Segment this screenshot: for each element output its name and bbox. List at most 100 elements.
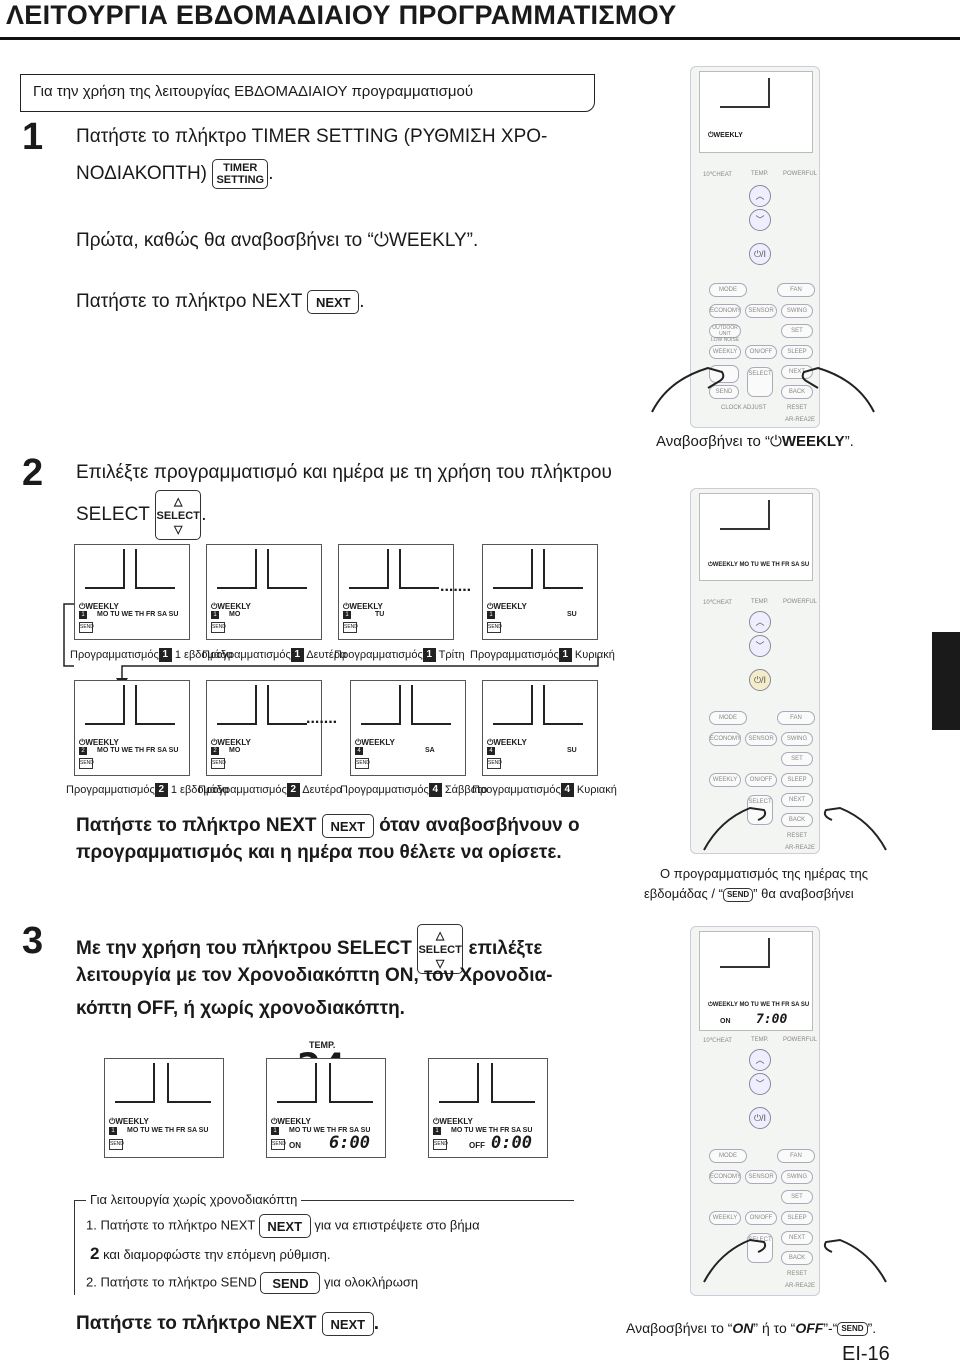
- send-key: SEND: [260, 1272, 321, 1294]
- step-number: 2: [22, 452, 44, 494]
- flow-arrow: [63, 603, 599, 688]
- temp-up-button[interactable]: ︿: [749, 1049, 771, 1071]
- sensor-button[interactable]: SENSOR: [745, 732, 777, 746]
- lcd-display: ⏻WEEKLY 4 SA SEND: [350, 680, 466, 776]
- temp-down-button[interactable]: ﹀: [749, 635, 771, 657]
- step2-line1: Επιλέξτε προγραμματισμό και ημέρα με τη …: [76, 462, 612, 483]
- hand-illustration: [651, 366, 875, 413]
- back-button[interactable]: BACK: [781, 1251, 813, 1265]
- fan-button[interactable]: FAN: [777, 711, 815, 725]
- set-button[interactable]: SET: [781, 752, 813, 766]
- step1-line1: Πατήστε το πλήκτρο TIMER SETTING (ΡΥΘΜΙΣ…: [76, 126, 548, 147]
- sleep-button[interactable]: SLEEP: [781, 1211, 813, 1225]
- remote-screen: ⏻WEEKLY MO TU WE TH FR SA SU: [699, 493, 813, 581]
- remote-control: ⏻WEEKLY MO TU WE TH FR SA SU 10℃HEAT TEM…: [690, 488, 820, 854]
- sub-title: Για λειτουργία χωρίς χρονοδιακόπτη: [86, 1192, 302, 1207]
- economy-button[interactable]: ECONOMY: [709, 1170, 741, 1184]
- temp-up-button[interactable]: ︿: [749, 185, 771, 207]
- weekly-button[interactable]: WEEKLY: [709, 1211, 741, 1225]
- lcd-display: ⏻WEEKLY 2 MO TU WE TH FR SA SU SEND: [74, 680, 190, 776]
- remote-weekly: ⏻WEEKLY MO TU WE TH FR SA SU: [708, 562, 810, 568]
- step1-caption: Αναβοσβήνει το “⏻WEEKLY”.: [656, 433, 854, 450]
- section-tab: [932, 632, 960, 730]
- remote-weekly: ⏻WEEKLY: [708, 132, 743, 139]
- onoff-button[interactable]: ON/OFF: [745, 1211, 777, 1225]
- swing-button[interactable]: SWING: [781, 1170, 813, 1184]
- mode-button[interactable]: MODE: [709, 283, 747, 297]
- temp-down-button[interactable]: ﹀: [749, 1073, 771, 1095]
- timer-icon: ⏻: [373, 230, 389, 251]
- hand-illustration: [703, 1238, 887, 1283]
- next-key: NEXT: [258, 1214, 311, 1238]
- ellipsis: .......: [306, 710, 338, 727]
- select-key: △SELECT▽: [155, 490, 202, 540]
- set-button[interactable]: SET: [781, 1190, 813, 1204]
- title-rule: [0, 37, 960, 40]
- intro-text: Για την χρήση της λειτουργίας ΕΒΔΟΜΑΔΙΑΙ…: [33, 83, 474, 100]
- step-number: 1: [22, 116, 44, 158]
- sensor-button[interactable]: SENSOR: [745, 1170, 777, 1184]
- timer-icon: ⏻: [770, 433, 782, 450]
- next-key: NEXT: [321, 1312, 374, 1336]
- step-number: 3: [22, 920, 44, 962]
- power-button[interactable]: ⏻/I: [749, 243, 771, 265]
- power-button[interactable]: ⏻/I: [749, 669, 771, 691]
- power-button[interactable]: ⏻/I: [749, 1107, 771, 1129]
- sub-line3: 2. Πατήστε το πλήκτρο SEND SEND για ολοκ…: [86, 1272, 418, 1294]
- economy-button[interactable]: ECONOMY: [709, 304, 741, 318]
- temp-up-button[interactable]: ︿: [749, 611, 771, 633]
- page-number: EI-16: [842, 1343, 890, 1365]
- no-timer-box: [74, 1200, 574, 1295]
- select-key: △SELECT▽: [417, 924, 464, 974]
- swing-button[interactable]: SWING: [781, 304, 813, 318]
- back-button[interactable]: BACK: [781, 813, 813, 827]
- lcd-segment: [720, 78, 770, 108]
- lcd-display: ⏻WEEKLY 1 MO SEND: [206, 544, 322, 640]
- set-button[interactable]: SET: [781, 324, 813, 338]
- weekly-button[interactable]: WEEKLY: [709, 773, 741, 787]
- fan-button[interactable]: FAN: [777, 283, 815, 297]
- remote-time: 7:00: [756, 1012, 788, 1027]
- send-button[interactable]: SEND: [709, 385, 739, 399]
- lcd-display: ⏻WEEKLY 1 MO TU WE TH FR SA SU SEND: [104, 1058, 224, 1158]
- step1-line4: Πατήστε το πλήκτρο NEXT NEXT.: [76, 290, 365, 314]
- lcd-display: ⏻WEEKLY 2 MO SEND: [206, 680, 322, 776]
- page-title: ΛΕΙΤΟΥΡΓΙΑ ΕΒΔΟΜΑΔΙΑΙΟΥ ΠΡΟΓΡΑΜΜΑΤΙΣΜΟΥ: [6, 0, 677, 30]
- next-button[interactable]: NEXT: [781, 793, 813, 807]
- swing-button[interactable]: SWING: [781, 732, 813, 746]
- temp-down-button[interactable]: ﹀: [749, 209, 771, 231]
- remote-control: ⏻WEEKLY MO TU WE TH FR SA SU ON 7:00 10℃…: [690, 926, 820, 1296]
- mode-button[interactable]: MODE: [709, 1149, 747, 1163]
- back-button[interactable]: BACK: [781, 385, 813, 399]
- select-button[interactable]: SELECT: [747, 1233, 773, 1263]
- economy-button[interactable]: ECONOMY: [709, 732, 741, 746]
- sleep-button[interactable]: SLEEP: [781, 345, 813, 359]
- onoff-button[interactable]: ON/OFF: [745, 773, 777, 787]
- select-button[interactable]: SELECT: [747, 367, 773, 397]
- fan-button[interactable]: FAN: [777, 1149, 815, 1163]
- step2-note2: προγραμματισμός και η ημέρα που θέλετε ν…: [76, 842, 562, 863]
- weekly-button[interactable]: WEEKLY: [709, 345, 741, 359]
- onoff-button[interactable]: ON/OFF: [745, 345, 777, 359]
- sub-line2: 2 και διαμορφώστε την επόμενη ρύθμιση.: [90, 1244, 331, 1263]
- next-key: NEXT: [307, 290, 360, 314]
- mode-button[interactable]: MODE: [709, 711, 747, 725]
- next-button[interactable]: NEXT: [781, 1231, 813, 1245]
- lcd-display: ⏻WEEKLY 1 SU SEND: [482, 544, 598, 640]
- send-icon: SEND: [722, 887, 754, 902]
- sensor-button[interactable]: SENSOR: [745, 304, 777, 318]
- next-button[interactable]: NEXT: [781, 365, 813, 379]
- remote-weekly: ⏻WEEKLY MO TU WE TH FR SA SU: [708, 1002, 810, 1008]
- send-icon: SEND: [837, 1322, 868, 1337]
- sleep-button[interactable]: SLEEP: [781, 773, 813, 787]
- off-time: 0:00: [491, 1133, 532, 1153]
- lcd-display: ⏻WEEKLY 1 MO TU WE TH FR SA SU SEND ON 6…: [266, 1058, 386, 1158]
